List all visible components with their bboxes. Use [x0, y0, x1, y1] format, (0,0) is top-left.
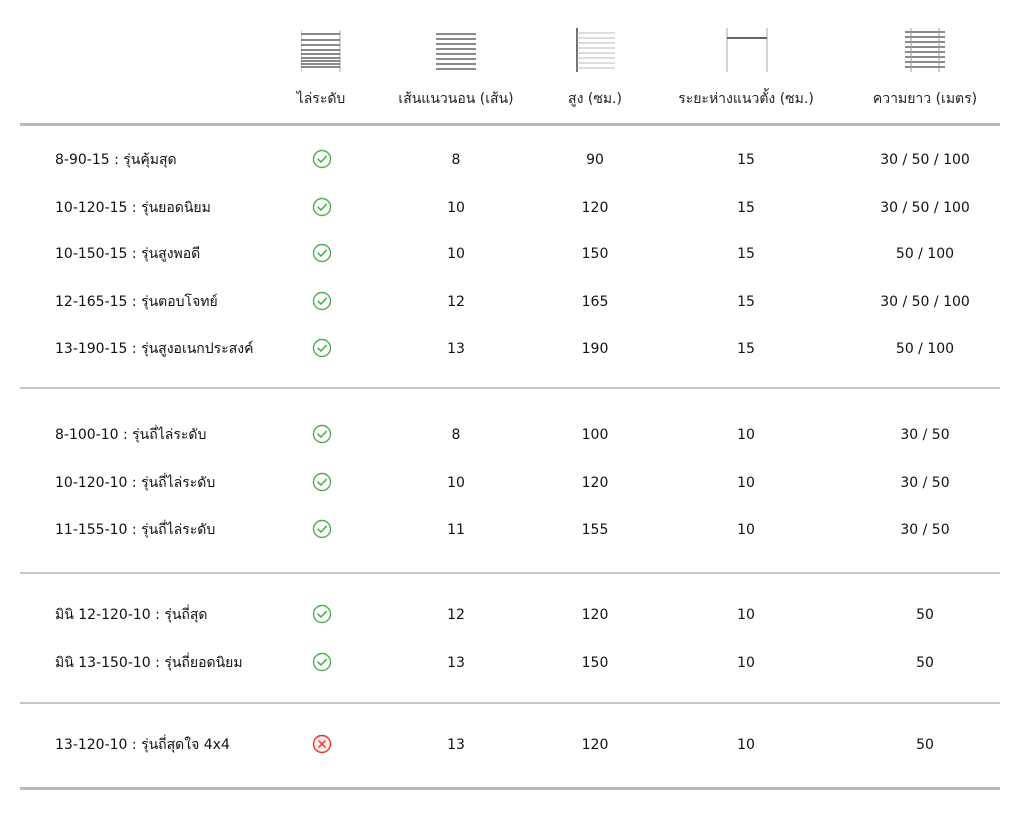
horizontal-lines-value: 10: [447, 200, 465, 216]
length-value: 30 / 50: [900, 522, 950, 538]
length-value: 30 / 50 / 100: [880, 294, 970, 310]
height-value: 120: [581, 200, 609, 216]
horizontal-lines-value: 8: [451, 427, 461, 443]
model-name: 11-155-10 : รุ่นถี่ไล่ระดับ: [55, 522, 216, 538]
horizontal-lines-value: 8: [451, 152, 461, 168]
header-vertical-spacing: ระยะห่างแนวตั้ง (ซม.): [678, 91, 814, 107]
vertical-spacing-icon: [726, 28, 768, 72]
horizontal-lines-value: 13: [447, 655, 465, 671]
horizontal-lines-value: 11: [447, 522, 465, 538]
vertical-spacing-value: 10: [737, 607, 755, 623]
length-value: 30 / 50 / 100: [880, 152, 970, 168]
table-row: 13-120-10 : รุ่นถี่สุดใจ 4x4 13 120 10 5…: [0, 730, 1024, 760]
group-separator: [20, 572, 1000, 574]
table-row: 10-120-15 : รุ่นยอดนิยม 10 120 15 30 / 5…: [0, 193, 1024, 223]
height-icon: [576, 28, 615, 72]
table-row: มินิ 12-120-10 : รุ่นถี่สุด 12 120 10 50: [0, 600, 1024, 630]
height-value: 165: [581, 294, 609, 310]
vertical-spacing-value: 10: [737, 475, 755, 491]
model-name: 8-100-10 : รุ่นถี่ไล่ระดับ: [55, 427, 207, 443]
height-value: 120: [581, 737, 609, 753]
check-icon: [312, 197, 332, 217]
model-name: 12-165-15 : รุ่นตอบโจทย์: [55, 294, 218, 310]
vertical-spacing-value: 15: [737, 246, 755, 262]
group-separator: [20, 387, 1000, 389]
height-value: 120: [581, 475, 609, 491]
horizontal-lines-value: 10: [447, 475, 465, 491]
header-height: สูง (ซม.): [568, 91, 622, 107]
check-icon: [312, 424, 332, 444]
check-icon: [312, 604, 332, 624]
model-name: 13-190-15 : รุ่นสูงอเนกประสงค์: [55, 341, 254, 357]
vertical-spacing-value: 15: [737, 341, 755, 357]
horizontal-lines-icon: [436, 33, 476, 70]
vertical-spacing-value: 15: [737, 200, 755, 216]
table-bottom-separator: [20, 787, 1000, 790]
check-icon: [312, 472, 332, 492]
check-icon: [312, 652, 332, 672]
vertical-spacing-value: 15: [737, 294, 755, 310]
model-name: มินิ 13-150-10 : รุ่นถี่ยอดนิยม: [55, 655, 243, 671]
graduated-fence-icon: [301, 30, 341, 72]
vertical-spacing-value: 10: [737, 655, 755, 671]
check-icon: [312, 338, 332, 358]
length-value: 50: [916, 607, 934, 623]
height-value: 100: [581, 427, 609, 443]
model-name: 10-120-15 : รุ่นยอดนิยม: [55, 200, 211, 216]
length-value: 50 / 100: [895, 246, 955, 262]
header-horizontal-lines: เส้นแนวนอน (เส้น): [398, 91, 514, 107]
model-name: มินิ 12-120-10 : รุ่นถี่สุด: [55, 607, 208, 623]
length-value: 50: [916, 737, 934, 753]
height-value: 150: [581, 246, 609, 262]
header-length: ความยาว (เมตร): [872, 91, 978, 107]
table-row: 10-150-15 : รุ่นสูงพอดี 10 150 15 50 / 1…: [0, 239, 1024, 269]
table-row: 8-90-15 : รุ่นคุ้มสุด 8 90 15 30 / 50 / …: [0, 145, 1024, 175]
model-name: 8-90-15 : รุ่นคุ้มสุด: [55, 152, 177, 168]
model-name: 10-150-15 : รุ่นสูงพอดี: [55, 246, 201, 262]
group-separator: [20, 702, 1000, 704]
header-separator: [20, 123, 1000, 126]
table-row: 8-100-10 : รุ่นถี่ไล่ระดับ 8 100 10 30 /…: [0, 420, 1024, 450]
check-icon: [312, 149, 332, 169]
height-value: 155: [581, 522, 609, 538]
height-value: 190: [581, 341, 609, 357]
length-value: 50: [916, 655, 934, 671]
table-row: 13-190-15 : รุ่นสูงอเนกประสงค์ 13 190 15…: [0, 334, 1024, 364]
check-icon: [312, 291, 332, 311]
horizontal-lines-value: 12: [447, 607, 465, 623]
table-row: มินิ 13-150-10 : รุ่นถี่ยอดนิยม 13 150 1…: [0, 648, 1024, 678]
horizontal-lines-value: 13: [447, 341, 465, 357]
check-icon: [312, 243, 332, 263]
horizontal-lines-value: 12: [447, 294, 465, 310]
model-name: 13-120-10 : รุ่นถี่สุดใจ 4x4: [55, 737, 230, 753]
table-row: 10-120-10 : รุ่นถี่ไล่ระดับ 10 120 10 30…: [0, 468, 1024, 498]
table-row: 11-155-10 : รุ่นถี่ไล่ระดับ 11 155 10 30…: [0, 515, 1024, 545]
length-value: 30 / 50 / 100: [880, 200, 970, 216]
length-value: 30 / 50: [900, 427, 950, 443]
height-value: 120: [581, 607, 609, 623]
horizontal-lines-value: 13: [447, 737, 465, 753]
horizontal-lines-value: 10: [447, 246, 465, 262]
vertical-spacing-value: 15: [737, 152, 755, 168]
length-icon: [905, 28, 945, 72]
header-graduated: ไล่ระดับ: [296, 91, 346, 107]
length-value: 50 / 100: [895, 341, 955, 357]
vertical-spacing-value: 10: [737, 522, 755, 538]
height-value: 150: [581, 655, 609, 671]
model-name: 10-120-10 : รุ่นถี่ไล่ระดับ: [55, 475, 216, 491]
length-value: 30 / 50: [900, 475, 950, 491]
table-row: 12-165-15 : รุ่นตอบโจทย์ 12 165 15 30 / …: [0, 287, 1024, 317]
vertical-spacing-value: 10: [737, 427, 755, 443]
check-icon: [312, 519, 332, 539]
cross-icon: [312, 734, 332, 754]
vertical-spacing-value: 10: [737, 737, 755, 753]
height-value: 90: [586, 152, 604, 168]
